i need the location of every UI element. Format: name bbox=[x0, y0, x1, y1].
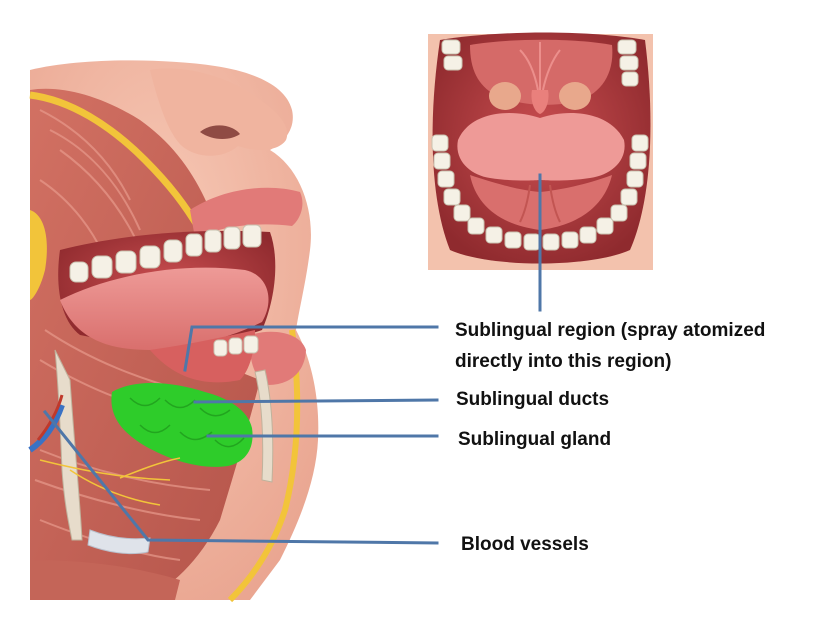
uvula bbox=[531, 90, 549, 114]
label-sublingual-region-line1: Sublingual region (spray atomized bbox=[455, 320, 766, 341]
label-sublingual-region-line2: directly into this region) bbox=[455, 351, 672, 372]
nerve-band-upper bbox=[29, 91, 204, 232]
sublingual-gland bbox=[111, 382, 253, 467]
inset-lower-teeth bbox=[431, 134, 649, 251]
nostril bbox=[200, 125, 240, 139]
palate-ridges bbox=[519, 42, 561, 95]
leader-sublingual-region bbox=[183, 325, 439, 372]
gland-lobules bbox=[129, 397, 245, 448]
nose bbox=[150, 68, 288, 156]
tonsil-left bbox=[489, 82, 521, 110]
inset-tongue bbox=[457, 113, 625, 181]
tongue bbox=[60, 267, 269, 350]
nerve-branches bbox=[39, 457, 181, 506]
blood-vessel bbox=[28, 403, 65, 453]
leader-blood-vessels bbox=[42, 409, 439, 545]
mouth-inset bbox=[428, 32, 653, 270]
mandible-front bbox=[254, 369, 274, 483]
inset-upper-teeth bbox=[441, 39, 639, 87]
fat-pad bbox=[30, 210, 47, 300]
leader-lines bbox=[42, 173, 542, 545]
head-cutaway bbox=[28, 60, 319, 603]
upper-teeth bbox=[69, 224, 262, 283]
neck-muscle bbox=[30, 560, 180, 600]
blood-vessel-red bbox=[36, 394, 64, 441]
upper-lip bbox=[190, 187, 303, 238]
hyoid-tendon bbox=[87, 529, 151, 555]
tonsil-right bbox=[559, 82, 591, 110]
label-sublingual-gland: Sublingual gland bbox=[458, 429, 612, 450]
label-blood-vessels: Blood vessels bbox=[461, 534, 589, 555]
lower-teeth bbox=[213, 335, 259, 357]
leader-sublingual-ducts bbox=[193, 398, 439, 404]
nerve-band-jaw bbox=[227, 329, 301, 603]
label-sublingual-ducts: Sublingual ducts bbox=[456, 389, 610, 410]
